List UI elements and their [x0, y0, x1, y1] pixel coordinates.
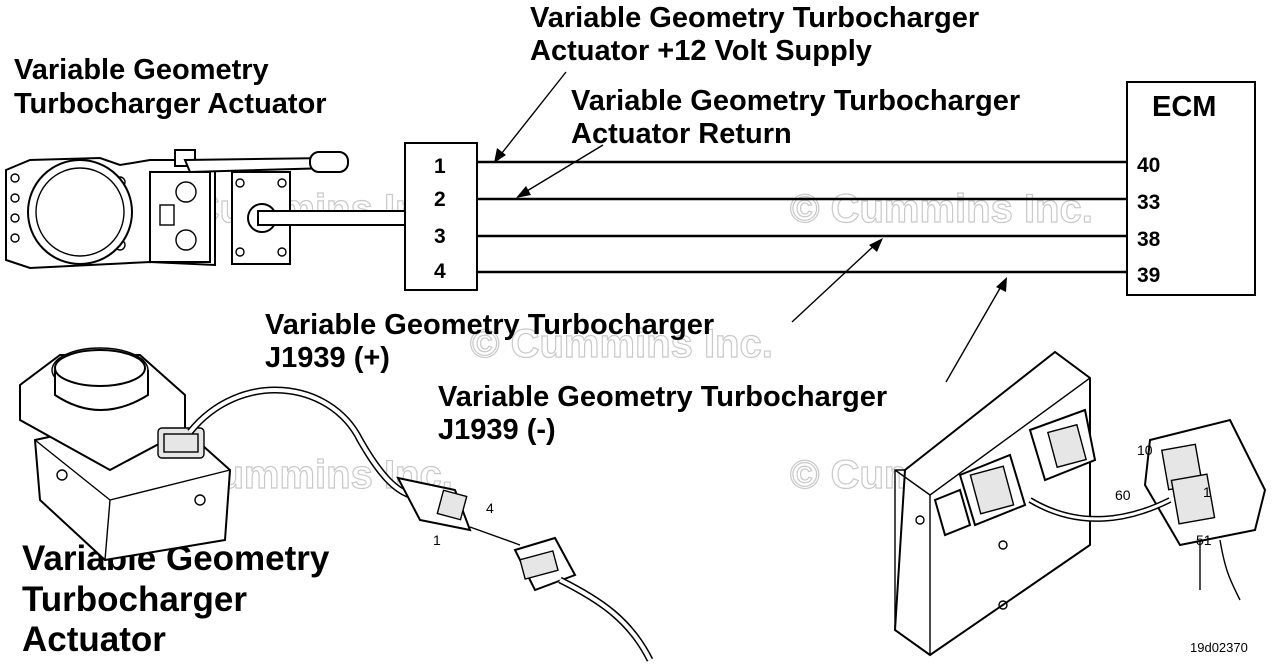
return-label-line1: Variable Geometry Turbocharger — [571, 85, 1020, 117]
ecm-pin-40: 40 — [1137, 154, 1160, 177]
supply-arrowhead — [494, 148, 506, 163]
return-arrowhead — [516, 186, 531, 198]
ecm-connector-label-60: 60 — [1115, 487, 1131, 503]
j1939-minus-label-line1: Variable Geometry Turbocharger — [438, 381, 887, 413]
j1939-plus-label-line1: Variable Geometry Turbocharger — [265, 309, 714, 341]
connector-pin-1: 1 — [434, 155, 446, 178]
return-label-line2: Actuator Return — [571, 118, 792, 150]
ecm-connector-label-1: 1 — [1203, 484, 1211, 500]
actuator-bottom-label-line3: Actuator — [22, 620, 166, 659]
return-leader — [521, 144, 604, 195]
actuator-connector-box — [404, 142, 478, 291]
ecm-box — [1126, 81, 1256, 296]
j1939-minus-label-line2: J1939 (-) — [438, 414, 556, 446]
actuator-bottom-label-line2: Turbocharger — [22, 580, 247, 619]
figure-id: 19d02370 — [1190, 640, 1248, 655]
watermark-3: © Cummins Inc. — [470, 322, 773, 366]
j1939-plus-leader — [791, 241, 879, 323]
watermark-2: © Cummins Inc. — [790, 187, 1093, 231]
j1939-plus-arrowhead — [869, 238, 883, 252]
supply-label-line2: Actuator +12 Volt Supply — [530, 35, 872, 67]
plug-pin-label-4: 4 — [486, 500, 494, 516]
ecm-connector-label-10: 10 — [1137, 442, 1153, 458]
actuator-top-label-line1: Variable Geometry — [14, 54, 269, 86]
ecm-pin-33: 33 — [1137, 191, 1160, 214]
plug-pin-label-1: 1 — [433, 532, 441, 548]
actuator-front-view — [5, 149, 409, 270]
actuator-3d-illustration — [19, 347, 654, 662]
supply-label-line1: Variable Geometry Turbocharger — [530, 2, 979, 34]
j1939-minus-arrowhead — [996, 277, 1007, 292]
connector-pin-3: 3 — [434, 225, 446, 248]
ecm-3d-illustration — [893, 350, 1267, 657]
actuator-top-label-line2: Turbocharger Actuator — [14, 88, 327, 120]
connector-pin-4: 4 — [434, 260, 446, 283]
supply-leader — [497, 71, 567, 159]
j1939-plus-label-line2: J1939 (+) — [265, 342, 390, 374]
wires — [477, 160, 1127, 274]
connector-pin-2: 2 — [434, 188, 446, 211]
ecm-connector-label-51: 51 — [1196, 532, 1212, 548]
ecm-pin-38: 38 — [1137, 228, 1161, 251]
ecm-title: ECM — [1152, 91, 1216, 123]
ecm-pin-39: 39 — [1137, 264, 1160, 287]
j1939-minus-leader — [945, 282, 1004, 383]
leader-lines — [494, 71, 1007, 383]
